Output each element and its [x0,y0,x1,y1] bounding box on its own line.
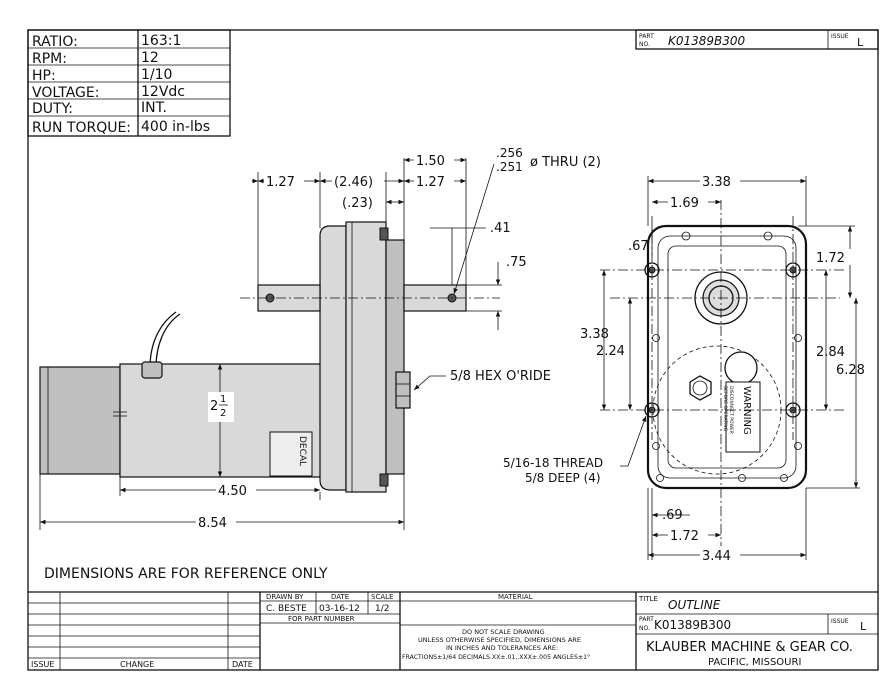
spec-table: RATIO: 163:1 RPM: 12 HP: 1/10 VOLTAGE: 1… [27,29,231,137]
issue-label: ISSUE [831,618,849,625]
scale-value: 1/2 [375,604,389,614]
decal-area [269,431,313,477]
part-label: PART [639,616,654,623]
top-part-label: PART [639,33,654,40]
dim-0-23: (.23) [342,196,373,211]
rev-issue-header: ISSUE [31,660,54,669]
spec-value-voltage: 12Vdc [141,84,185,100]
front-dim-0-67: .67 [628,239,649,254]
hex-override-front [689,375,712,401]
spec-label-ratio: RATIO: [32,34,78,50]
dim-0-75: .75 [506,255,527,270]
top-part-number: K01389B300 [668,34,746,48]
warning-line-2: BEFORE OPERATING [722,386,728,432]
drawn-date-value: 03-16-12 [319,604,360,614]
spec-value-rpm: 12 [141,50,159,66]
dim-0-41: .41 [490,221,511,236]
warning-label [725,381,761,453]
tolerance-line-2: UNLESS OTHERWISE SPECIFIED, DIMENSIONS A… [418,636,581,644]
date-header: DATE [331,593,349,601]
title-label: TITLE [638,595,658,603]
dim-8-54: 8.54 [198,516,227,531]
side-view: DECAL 1.27 (2.46) 1.27 [39,146,601,531]
gear-housing-body [345,221,387,493]
spec-value-ratio: 163:1 [141,33,181,49]
spec-label-voltage: VOLTAGE: [32,85,99,101]
hole-thru-note: ø THRU (2) [530,155,601,170]
top-part-box: PART NO. K01389B300 ISSUE L [635,29,879,50]
motor-end-cap [39,366,121,475]
spec-value-duty: INT. [141,100,167,116]
dim-4-50: 4.50 [218,484,247,499]
top-no-label: NO. [639,41,650,48]
housing-outline [646,224,808,490]
rev-change-header: CHANGE [120,660,154,669]
front-dim-1-72-bottom: 1.72 [670,529,699,544]
title-block: ISSUE CHANGE DATE DRAWN BY DATE SCALE C.… [28,591,878,670]
company-name: KLAUBER MACHINE & GEAR CO. [646,640,853,655]
tolerance-line-1: DO NOT SCALE DRAWING [462,628,545,636]
top-issue-label: ISSUE [831,33,849,40]
tolerance-line-4: FRACTIONS±1/64 DECIMALS.XX±.01,.XXX±.005… [402,653,590,661]
dim-2-46: (2.46) [334,175,373,190]
drawing-title: OUTLINE [668,598,721,612]
front-dim-6-28: 6.28 [836,363,865,378]
hex-override [395,371,411,409]
dim-1-27-left: 1.27 [266,175,295,190]
dim-2-half-num: 1 [220,394,226,405]
spec-label-hp: HP: [32,68,56,84]
gear-housing-cover [385,239,405,475]
hole-dia-lower: .251 [496,160,523,174]
front-dim-2-84: 2.84 [816,345,845,360]
spec-label-run-torque: RUN TORQUE: [32,120,131,136]
material-header: MATERIAL [498,593,533,601]
thread-note-line-2: 5/8 DEEP (4) [525,471,601,485]
top-issue-value: L [857,36,864,49]
reference-note: DIMENSIONS ARE FOR REFERENCE ONLY [44,566,328,582]
front-dim-3-38-left: 3.38 [580,327,609,342]
front-dim-3-38-top: 3.38 [702,175,731,190]
front-dim-1-69: 1.69 [670,196,699,211]
wire-grommet [141,361,163,379]
spec-label-rpm: RPM: [32,51,67,67]
decal-label: DECAL [297,436,307,466]
rev-date-header: DATE [232,660,253,669]
no-label: NO. [639,625,650,632]
dim-2-half-den: 2 [220,408,226,419]
thread-note-line-1: 5/16-18 THREAD [503,456,603,470]
spec-value-run-torque: 400 in-lbs [141,119,210,135]
part-number: K01389B300 [654,618,731,632]
dim-1-27-right: 1.27 [416,175,445,190]
front-dim-3-44: 3.44 [702,549,731,564]
spec-value-hp: 1/10 [141,67,172,83]
front-view: WARNING DISCONNECT POWER BEFORE OPERATIN… [503,173,870,564]
dim-1-50: 1.50 [416,154,445,169]
hex-override-note: 5/8 HEX O'RIDE [450,369,551,384]
sheet-border [27,29,879,671]
spec-label-duty: DUTY: [32,101,73,117]
front-dim-0-69: .69 [662,508,683,523]
drawn-by-value: C. BESTE [266,604,307,614]
company-location: PACIFIC, MISSOURI [708,657,801,668]
front-dim-2-24: 2.24 [596,344,625,359]
motor-wire [155,313,181,369]
tolerance-line-3: IN INCHES AND TOLERANCES ARE: [446,644,558,652]
hole-dia-upper: .256 [496,146,523,160]
drawn-by-header: DRAWN BY [266,593,304,601]
for-part-number-label: FOR PART NUMBER [288,615,355,623]
gear-housing-flange [319,225,347,491]
front-dim-1-72-right: 1.72 [816,251,845,266]
issue-value: L [860,620,867,633]
dim-2-half-whole: 2 [210,399,218,414]
scale-header: SCALE [371,593,393,601]
